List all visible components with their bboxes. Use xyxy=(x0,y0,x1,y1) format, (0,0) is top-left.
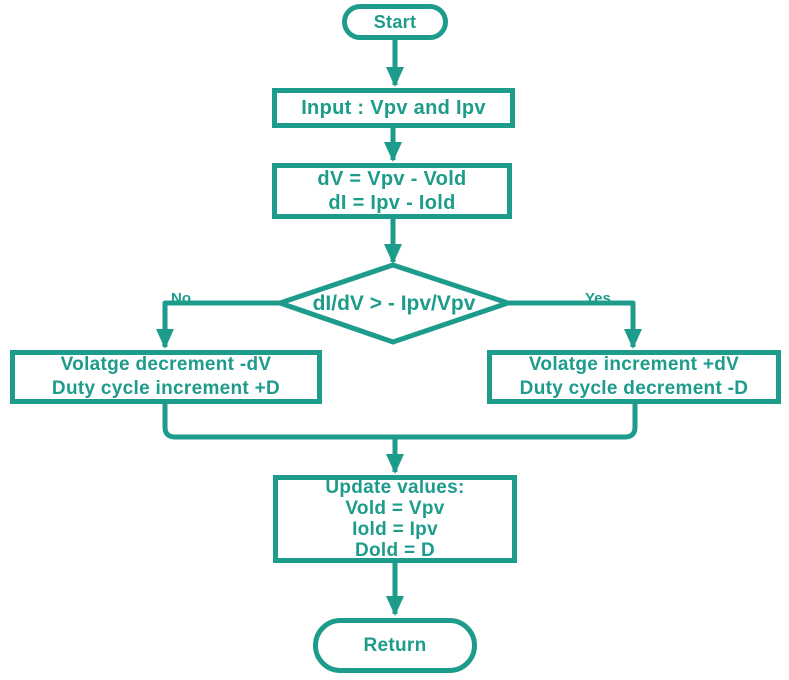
no-action-line-2: Duty cycle increment +D xyxy=(51,378,281,399)
input-label: Input : Vpv and Ipv xyxy=(301,96,486,119)
yes-action-node: Volatge increment +dV Duty cycle decreme… xyxy=(487,350,781,404)
no-action-line-1: Volatge decrement -dV xyxy=(60,354,272,375)
yes-edge-label: Yes xyxy=(585,290,611,307)
edge-merge xyxy=(162,403,638,440)
update-values-node: Update values: Vold = Vpv Iold = Ipv Dol… xyxy=(273,475,517,563)
delta-line-1: dV = Vpv - Vold xyxy=(317,168,467,190)
yes-action-line-1: Volatge increment +dV xyxy=(528,354,740,375)
input-node: Input : Vpv and Ipv xyxy=(272,88,515,128)
update-line-3: Iold = Ipv xyxy=(352,519,438,540)
return-label: Return xyxy=(363,634,427,656)
update-line-4: Dold = D xyxy=(355,540,435,561)
start-node: Start xyxy=(342,4,448,40)
no-action-node: Volatge decrement -dV Duty cycle increme… xyxy=(10,350,322,404)
decision-label: dI/dV > - Ipv/Vpv xyxy=(312,292,476,315)
start-label: Start xyxy=(373,11,417,32)
delta-calculation-node: dV = Vpv - Vold dI = Ipv - Iold xyxy=(272,163,512,219)
edge-no-branch xyxy=(156,300,280,349)
update-line-1: Update values: xyxy=(325,477,465,498)
edge-yes-branch xyxy=(508,300,642,349)
return-node: Return xyxy=(313,618,477,673)
decision-diamond-shape xyxy=(272,262,516,345)
no-edge-label: No xyxy=(171,290,191,307)
yes-action-line-2: Duty cycle decrement -D xyxy=(519,378,749,399)
delta-line-2: dI = Ipv - Iold xyxy=(328,192,456,214)
update-line-2: Vold = Vpv xyxy=(345,498,445,519)
